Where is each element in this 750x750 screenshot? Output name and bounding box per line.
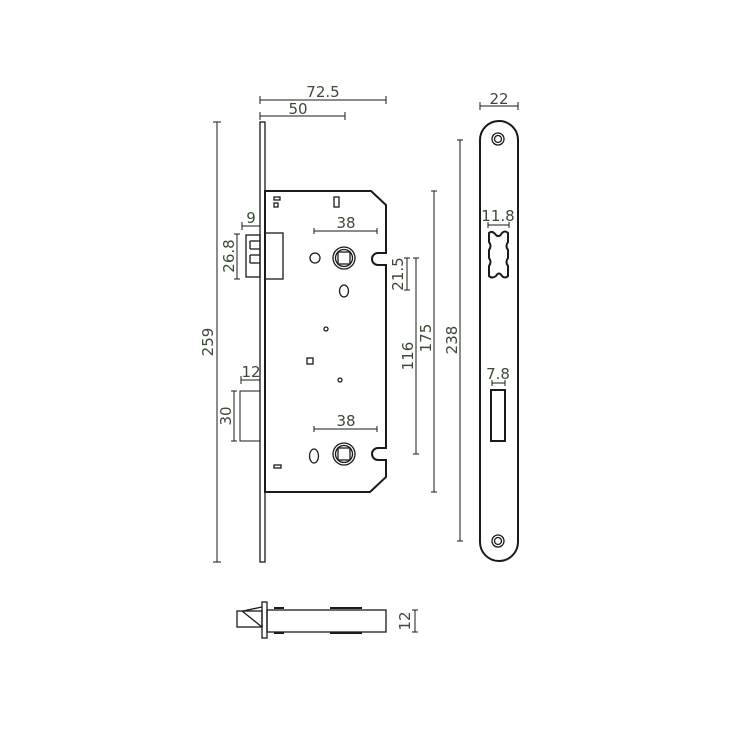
faceplate-outline — [479, 120, 519, 562]
bottom-view: 12 — [236, 601, 418, 639]
bottom-fixing-hole-outer — [491, 534, 505, 548]
upper-spindle-ring-inner — [334, 248, 354, 268]
dim-spindle-centers: 116 — [399, 342, 417, 371]
dim-bolt-height: 30 — [217, 406, 235, 425]
slot-top-left-2 — [273, 202, 279, 208]
upper-oval-hole — [338, 284, 350, 298]
dim-spindle-to-fixing: 21.5 — [389, 257, 407, 290]
latch-tongue — [245, 234, 261, 278]
deadbolt — [239, 390, 261, 442]
dim-overall-depth: 72.5 — [306, 83, 339, 101]
bottom-faceplate — [261, 601, 268, 639]
dim-latch-projection: 9 — [246, 209, 256, 227]
dim-latch-height: 26.8 — [220, 239, 238, 272]
lock-case — [264, 190, 387, 493]
lower-spindle-square — [337, 447, 351, 461]
bottom-latch — [236, 610, 263, 628]
lower-spindle-ring-outer — [332, 442, 356, 466]
upper-screw-hole — [309, 252, 321, 264]
slot-top-center — [333, 196, 340, 208]
dim-spindle-lower: 38 — [336, 412, 355, 430]
dim-faceplate-width: 22 — [489, 90, 508, 108]
dim-latch-slot-width: 11.8 — [481, 207, 514, 225]
top-fixing-hole-inner — [493, 134, 503, 144]
faceplate-view: 22 11.8 7.8 238 — [443, 90, 519, 562]
dim-case-height: 175 — [417, 324, 435, 353]
upper-spindle-square — [337, 251, 351, 265]
top-fixing-hole-outer — [491, 132, 505, 146]
bottom-fixing-hole-inner — [493, 536, 503, 546]
latch-slot — [488, 230, 509, 279]
bottom-case — [266, 609, 387, 633]
bolt-slot — [490, 389, 506, 442]
slot-top-left — [273, 196, 281, 201]
dim-backset: 50 — [288, 100, 307, 118]
front-view: 72.5 50 259 9 26.8 12 30 38 — [199, 83, 437, 563]
dim-fixing-centers: 238 — [443, 326, 461, 355]
dim-spindle-upper: 38 — [336, 214, 355, 232]
dim-bolt-slot-width: 7.8 — [486, 365, 510, 383]
dim-bolt-projection: 12 — [241, 363, 260, 381]
dim-faceplate-height: 259 — [199, 328, 217, 357]
dim-body-thickness: 12 — [396, 611, 414, 630]
upper-spindle-ring-outer — [332, 246, 356, 270]
lower-spindle-ring-inner — [334, 444, 354, 464]
latch-housing — [264, 232, 284, 280]
lower-oval-hole — [308, 448, 320, 464]
